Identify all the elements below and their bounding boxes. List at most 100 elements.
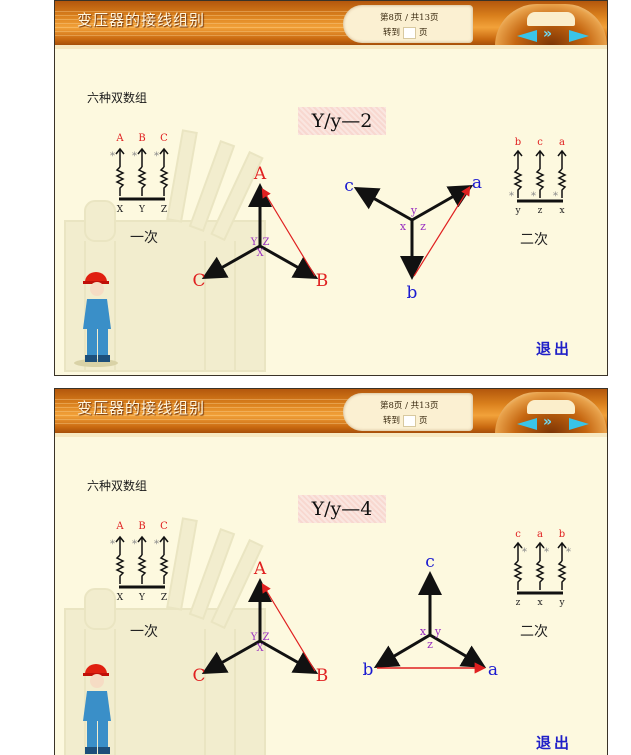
phasor-center-label: z [420, 220, 426, 233]
connection-formula: Y/y—4 [298, 495, 386, 523]
svg-text:*: * [132, 539, 137, 550]
secondary-winding-diagram: b c a *** y z x [509, 137, 567, 215]
page-info: 第8页 / 共13页 [380, 13, 439, 23]
secondary-phasor-diagram: a b c y x z [344, 173, 482, 301]
nav-arch-decoration [527, 400, 575, 414]
goto-prefix: 转到 [383, 28, 401, 38]
nav-controls: » [495, 392, 607, 434]
secondary-bottom-label: x [559, 206, 564, 215]
header-bar: 变压器的接线组别 第8页 / 共13页 转到页 » [55, 1, 607, 49]
nav-arch-decoration [527, 12, 575, 26]
primary-bottom-label: Y [138, 593, 146, 603]
prev-arrow-icon[interactable] [517, 30, 537, 42]
svg-text:*: * [154, 539, 159, 550]
secondary-bottom-label: z [538, 206, 543, 215]
nav-controls: » [495, 4, 607, 46]
phasor-tip-a: a [488, 660, 498, 680]
primary-bottom-label: X [117, 205, 124, 215]
page-info: 第8页 / 共13页 [380, 401, 439, 411]
secondary-phasor-diagram: c b a x y z [363, 552, 499, 680]
section-label: 六种双数组 [87, 91, 148, 105]
phasor-center-label: X [256, 248, 264, 259]
primary-caption: 一次 [130, 624, 158, 640]
primary-winding-diagram: A B C *** X Y Z [110, 521, 169, 603]
primary-bottom-label: Z [161, 593, 167, 603]
primary-top-label: A [115, 133, 124, 144]
phasor-center-label: x [420, 625, 427, 638]
goto-suffix: 页 [419, 416, 428, 426]
secondary-top-label: c [515, 529, 521, 540]
phasor-tip-A: A [253, 559, 267, 579]
phasor-center-label: X [256, 643, 264, 654]
primary-top-label: B [138, 133, 145, 144]
goto-prefix: 转到 [383, 416, 401, 426]
svg-text:*: * [553, 191, 558, 202]
goto-page-input[interactable] [403, 414, 417, 427]
secondary-bottom-label: y [558, 598, 565, 607]
app-title: 变压器的接线组别 [77, 399, 206, 417]
secondary-bottom-label: y [514, 206, 521, 215]
phasor-tip-A: A [253, 164, 267, 184]
slide-y-y-4: 变压器的接线组别 第8页 / 共13页 转到 页 » 六种双数组 Y/y—4 A … [54, 388, 608, 755]
secondary-top-label: c [537, 137, 543, 148]
phasor-tip-b: b [363, 660, 374, 680]
pager: 第8页 / 共13页 转到 页 [343, 5, 473, 43]
svg-text:*: * [132, 151, 137, 162]
worker-illustration [74, 272, 118, 367]
goto-page: 转到 页 [383, 414, 428, 427]
svg-text:*: * [110, 539, 115, 550]
secondary-caption: 二次 [520, 624, 548, 640]
phasor-center-label: Z [263, 632, 270, 643]
secondary-caption: 二次 [520, 232, 548, 248]
phasor-center-label: Y [250, 632, 258, 643]
primary-bottom-label: Z [161, 205, 167, 215]
secondary-top-label: b [515, 137, 521, 148]
primary-caption: 一次 [130, 230, 158, 246]
phasor-center-label: Z [263, 237, 270, 248]
goto-page: 转到 页 [383, 26, 428, 39]
fast-forward-icon[interactable]: » [543, 414, 553, 430]
next-arrow-icon[interactable] [569, 30, 589, 42]
primary-top-label: B [138, 521, 145, 532]
slide-y-y-2: 变压器的接线组别 第8页 / 共13页 转到页 » 六种双数组 Y/y—2 A … [54, 0, 608, 376]
next-arrow-icon[interactable] [569, 418, 589, 430]
secondary-bottom-label: x [537, 598, 542, 607]
phasor-tip-B: B [316, 271, 329, 291]
secondary-top-label: a [559, 137, 565, 148]
goto-suffix: 页 [419, 28, 428, 38]
connection-formula: Y/y—2 [298, 107, 386, 135]
svg-text:*: * [522, 547, 527, 558]
phasor-tip-c: c [344, 176, 354, 196]
secondary-top-label: b [559, 529, 565, 540]
phasor-center-label: x [400, 220, 407, 233]
fast-forward-icon[interactable]: » [543, 26, 553, 42]
svg-text:*: * [110, 151, 115, 162]
primary-phasor-diagram: A B C Y Z X [192, 164, 329, 291]
primary-winding-diagram: A B C *** X Y Z [110, 133, 169, 215]
phasor-center-label: z [427, 638, 433, 651]
phasor-tip-a: a [472, 173, 482, 193]
primary-bottom-label: Y [138, 205, 146, 215]
svg-text:*: * [544, 547, 549, 558]
secondary-bottom-label: z [516, 598, 521, 607]
phasor-tip-b: b [407, 283, 418, 301]
header-bar: 变压器的接线组别 第8页 / 共13页 转到 页 » [55, 389, 607, 437]
primary-phasor-diagram: A B C Y Z X [192, 559, 328, 686]
phasor-tip-c: c [425, 552, 435, 572]
primary-top-label: A [115, 521, 124, 532]
svg-text:*: * [531, 191, 536, 202]
phasor-center-label: y [410, 204, 418, 217]
worker-illustration [83, 664, 111, 754]
svg-text:*: * [154, 151, 159, 162]
goto-page-input[interactable] [403, 26, 417, 39]
exit-button[interactable]: 退出 [536, 340, 573, 358]
secondary-top-label: a [537, 529, 543, 540]
prev-arrow-icon[interactable] [517, 418, 537, 430]
svg-text:*: * [566, 547, 571, 558]
phasor-tip-C: C [192, 271, 205, 291]
phasor-center-label: Y [250, 237, 258, 248]
section-label: 六种双数组 [87, 479, 148, 493]
exit-button[interactable]: 退出 [536, 734, 573, 752]
primary-bottom-label: X [117, 593, 124, 603]
secondary-winding-diagram: c a b * * * z x y [513, 529, 571, 607]
